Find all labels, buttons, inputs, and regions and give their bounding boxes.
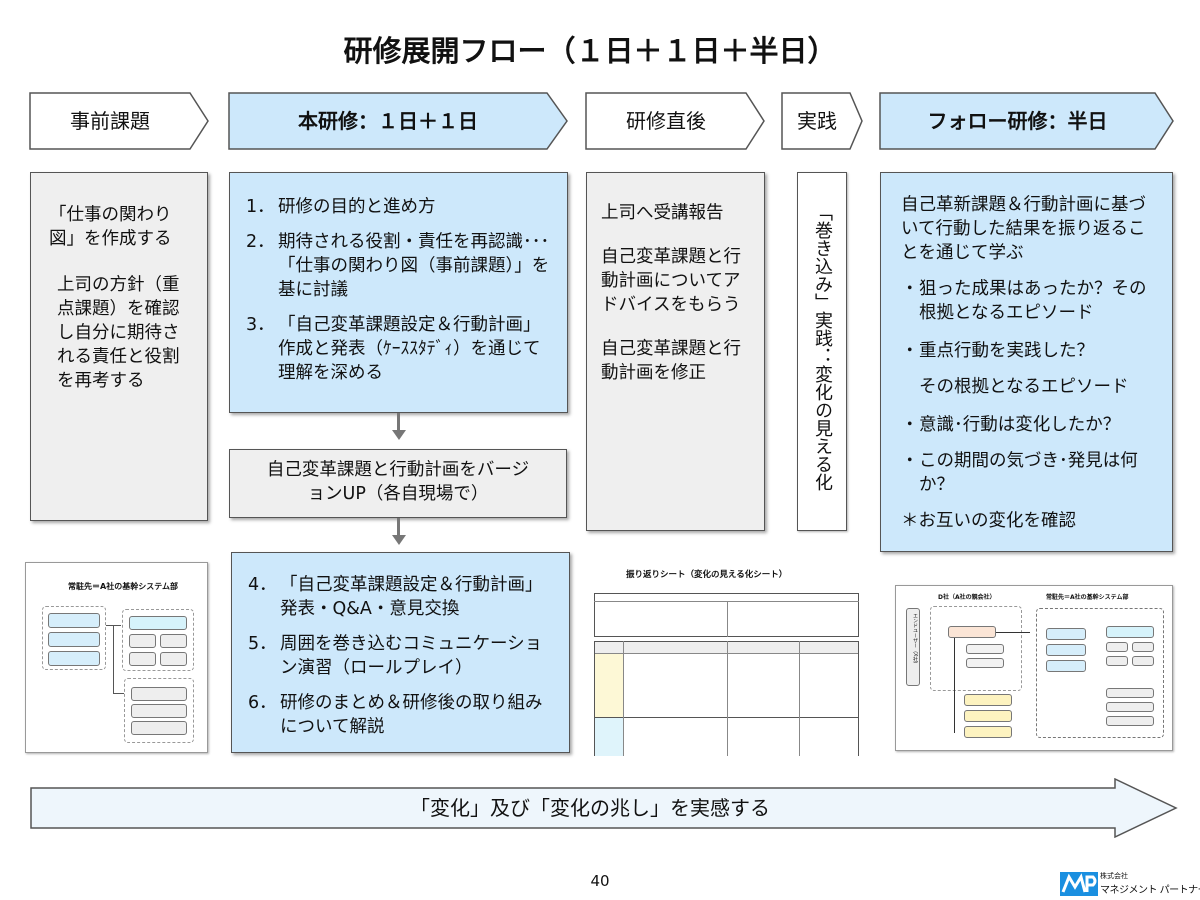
after-text-2: 自己変革課題と行動計画についてアドバイスをもらう — [601, 247, 741, 315]
logo-line2: マネジメント パートナー — [1100, 885, 1200, 896]
header-practice: 実践 — [781, 92, 864, 150]
agenda-item-3: 3．「自己変革課題設定＆行動計画」作成と発表（ｹｰｽｽﾀﾃﾞｨ）を通じて理解を深… — [246, 315, 541, 383]
agenda-item-6: 6．研修のまとめ＆研修後の取り組みについて解説 — [248, 693, 543, 737]
prework-text-2: 上司の方針（重点課題）を確認し自分に期待される責任と役割を再考する — [57, 275, 180, 391]
mp-logo-icon — [1060, 872, 1098, 896]
prework-box: 「仕事の関わり図」を作成する 上司の方針（重点課題）を確認し自分に期待される責任… — [30, 172, 208, 521]
followup-bullet: ・この期間の気づき･発見は何か？ — [901, 451, 1138, 495]
d-company-chart-thumbnail: D社（A社の親会社） 常駐先＝A社の基幹システム部 エンドユーザー（X社） — [895, 585, 1173, 751]
followup-bullet: ・意識･行動は変化したか？ — [901, 415, 1121, 435]
followup-box: 自己革新課題＆行動計画に基づいて行動した結果を振り返ることを通じて学ぶ ・狙った… — [880, 172, 1173, 552]
agenda-item-5: 5．周囲を巻き込むコミュニケーション演習（ロールプレイ） — [248, 634, 543, 678]
down-arrow-icon — [392, 535, 406, 545]
header-prework: 事前課題 — [29, 92, 210, 150]
followup-bullet: その根拠となるエピソード — [919, 377, 1129, 397]
agenda-item-1: 1．研修の目的と進め方 — [246, 197, 436, 217]
page-number: 40 — [590, 872, 610, 890]
org-chart-thumbnail: 常駐先＝A社の基幹システム部 — [25, 562, 208, 753]
agenda-item-2: 2．期待される役割・責任を再認識･･･「仕事の関わり図（事前課題）」を基に討議 — [246, 232, 550, 300]
down-arrow-line — [397, 518, 400, 536]
version-up-box: 自己変革課題と行動計画をバージョンUP（各自現場で） — [229, 449, 567, 518]
followup-intro: 自己革新課題＆行動計画に基づいて行動した結果を振り返ることを通じて学ぶ — [901, 195, 1146, 263]
company-logo: 株式会社 マネジメント パートナー — [1060, 870, 1200, 898]
reflection-sheet-thumbnail: 振り返りシート（変化の見える化シート） — [592, 565, 859, 756]
main-training-day2-box: 4．「自己変革課題設定＆行動計画」発表・Q&A・意見交換 5．周囲を巻き込むコミ… — [231, 552, 570, 753]
followup-bullet: ・重点行動を実践した？ — [901, 341, 1094, 361]
practice-box: 「巻き込み」実践：変化の見える化 — [797, 172, 847, 531]
agenda-item-4: 4．「自己変革課題設定＆行動計画」発表・Q&A・意見交換 — [248, 575, 543, 619]
down-arrow-icon — [392, 430, 406, 440]
realization-arrow: 「変化」及び「変化の兆し」を実感する — [30, 778, 1178, 838]
main-training-day1-box: 1．研修の目的と進め方 2．期待される役割・責任を再認識･･･「仕事の関わり図（… — [229, 172, 568, 413]
realization-text: 「変化」及び「変化の兆し」を実感する — [410, 796, 770, 820]
after-text-3: 自己変革課題と行動計画を修正 — [601, 339, 741, 383]
followup-note: ＊お互いの変化を確認 — [901, 511, 1076, 531]
after-text-1: 上司へ受講報告 — [601, 203, 724, 223]
prework-text-1: 「仕事の関わり図」を作成する — [49, 205, 172, 249]
followup-bullet: ・狙った成果はあったか？その根拠となるエピソード — [901, 279, 1147, 323]
header-after: 研修直後 — [585, 92, 766, 150]
page-title: 研修展開フロー（１日＋１日＋半日） — [343, 34, 837, 68]
down-arrow-line — [397, 413, 400, 431]
header-main-training: 本研修：１日＋１日 — [228, 92, 569, 150]
logo-line1: 株式会社 — [1100, 872, 1128, 880]
after-training-box: 上司へ受講報告 自己変革課題と行動計画についてアドバイスをもらう 自己変革課題と… — [586, 172, 765, 531]
header-followup: フォロー研修：半日 — [879, 92, 1175, 150]
